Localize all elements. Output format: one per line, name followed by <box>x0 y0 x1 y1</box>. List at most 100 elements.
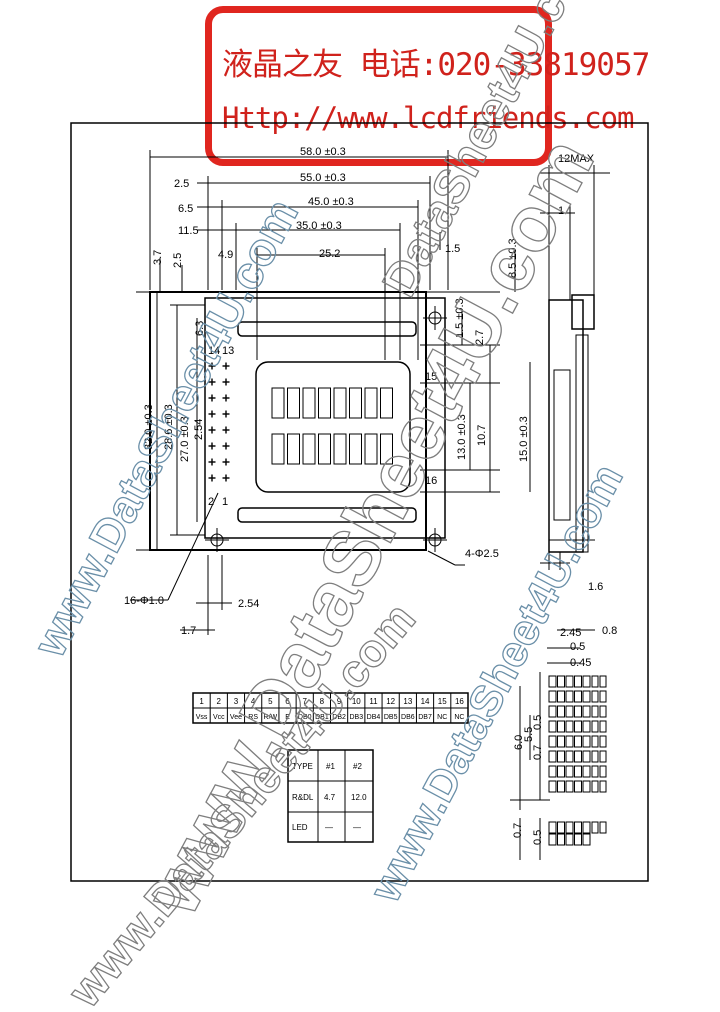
dim-252: 25.2 <box>319 248 340 260</box>
pin-signal: NC <box>454 714 464 721</box>
type-row0-0: R&DL <box>292 793 314 802</box>
dot-cell <box>599 780 607 793</box>
pin-signal: RS <box>248 714 258 721</box>
dim-55s: 5.5 <box>523 727 535 742</box>
pin-marker <box>208 362 216 370</box>
dim-12max: 12MAX <box>558 153 595 165</box>
pin-marker <box>208 378 216 386</box>
dim-150: 15.0 ±0.3 <box>518 416 530 462</box>
pin-marker <box>208 474 216 482</box>
dim-side-16: 1.6 <box>588 581 603 593</box>
pin-signal: DB5 <box>384 714 398 721</box>
char-cell <box>364 387 378 419</box>
dim-60: 6.0 <box>513 735 525 750</box>
dim-270: 27.0 ±0.3 <box>179 416 191 462</box>
dot-cell <box>574 750 582 763</box>
pin-signal: R/W <box>264 714 278 721</box>
pin-signal: DB0 <box>298 714 312 721</box>
dot-cell <box>557 720 565 733</box>
dim-37: 3.7 <box>152 250 164 265</box>
dim-65: 6.5 <box>178 203 193 215</box>
dim-pitch: 2.54 <box>238 598 259 610</box>
pin-number: 11 <box>369 697 378 706</box>
dim-107: 10.7 <box>476 425 488 446</box>
dot-cell <box>574 780 582 793</box>
dot-cell <box>548 780 557 793</box>
dim-15: 1.5 <box>445 243 460 255</box>
dot-cell <box>557 675 565 688</box>
dot-cell <box>565 821 574 834</box>
dot-cell <box>591 780 599 793</box>
dim-05: 0.5 <box>570 641 585 653</box>
backlight-type-table <box>287 749 374 843</box>
pin-number: 15 <box>438 697 447 706</box>
dot-cell <box>548 705 557 718</box>
dim-15b: 1.5 ±0.3 <box>454 298 466 338</box>
char-cell <box>318 387 331 419</box>
dim-25: 2.5 <box>174 178 189 190</box>
type-header-0: TYPE <box>292 762 313 771</box>
dot-cell <box>574 675 582 688</box>
pin-marker <box>222 394 230 402</box>
type-header-2: #2 <box>353 762 362 771</box>
pin-number: 14 <box>421 697 430 706</box>
dot-cell <box>565 780 574 793</box>
dim-07: 0.7 <box>532 745 544 760</box>
dot-cell <box>582 821 591 834</box>
dot-cell <box>557 821 565 834</box>
dim-05b: 0.5 <box>532 715 544 730</box>
pin-number: 8 <box>320 697 325 706</box>
dot-cell <box>565 833 574 846</box>
pin-signal: DB3 <box>349 714 363 721</box>
dim-side-1: 1 <box>558 205 564 217</box>
type-row0-2: 12.0 <box>351 793 367 802</box>
dot-cell <box>582 750 591 763</box>
type-row1-2: — <box>353 823 361 832</box>
pin-signal: NC <box>437 714 447 721</box>
dot-cell <box>591 821 599 834</box>
dot-cell <box>565 690 574 703</box>
dot-cell <box>548 821 557 834</box>
dot-cell <box>565 720 574 733</box>
dot-cell <box>582 690 591 703</box>
dim-35: 35.0 ±0.3 <box>296 220 342 232</box>
pin-signal: Vss <box>196 714 208 721</box>
dim-17: 1.7 <box>181 625 196 637</box>
character-cells <box>271 387 393 465</box>
dim-045: 0.45 <box>570 657 591 669</box>
pin-assignment-table <box>192 692 469 724</box>
pin-label-15: 15 <box>425 371 437 383</box>
pin-marker <box>222 378 230 386</box>
pin-marker <box>222 426 230 434</box>
dot-cell <box>565 705 574 718</box>
pin-marker <box>208 426 216 434</box>
dim-115: 11.5 <box>178 225 199 237</box>
char-cell <box>302 433 316 465</box>
dot-cell <box>565 750 574 763</box>
dot-cell <box>548 675 557 688</box>
pin-marker <box>222 442 230 450</box>
dim-07b: 0.7 <box>512 823 524 838</box>
contact-banner: 液晶之友 电话:020-33819057 Http://www.lcdfrien… <box>205 6 650 166</box>
pin-number: 6 <box>285 697 290 706</box>
char-cell <box>318 433 331 465</box>
char-cell <box>380 433 393 465</box>
dim-pins: 16-Φ1.0 <box>124 595 164 607</box>
dim-27: 2.7 <box>474 330 486 345</box>
pin-signal: DB6 <box>401 714 415 721</box>
dot-cell <box>599 765 607 778</box>
type-header-1: #1 <box>326 762 335 771</box>
dot-cell <box>557 833 565 846</box>
dot-cell <box>574 735 582 748</box>
dim-08: 0.8 <box>602 625 617 637</box>
dot-matrix-detail <box>548 675 607 846</box>
pin-number: 10 <box>352 697 361 706</box>
dim-286: 28.6 ±0.3 <box>163 404 175 450</box>
dim-254v: 2.54 <box>193 419 205 440</box>
dot-cell <box>557 765 565 778</box>
dim-63: 6.3 <box>194 321 206 336</box>
pin-signal: DB2 <box>332 714 346 721</box>
connector-pins <box>208 362 230 482</box>
dot-cell <box>582 780 591 793</box>
pin-number: 12 <box>386 697 395 706</box>
